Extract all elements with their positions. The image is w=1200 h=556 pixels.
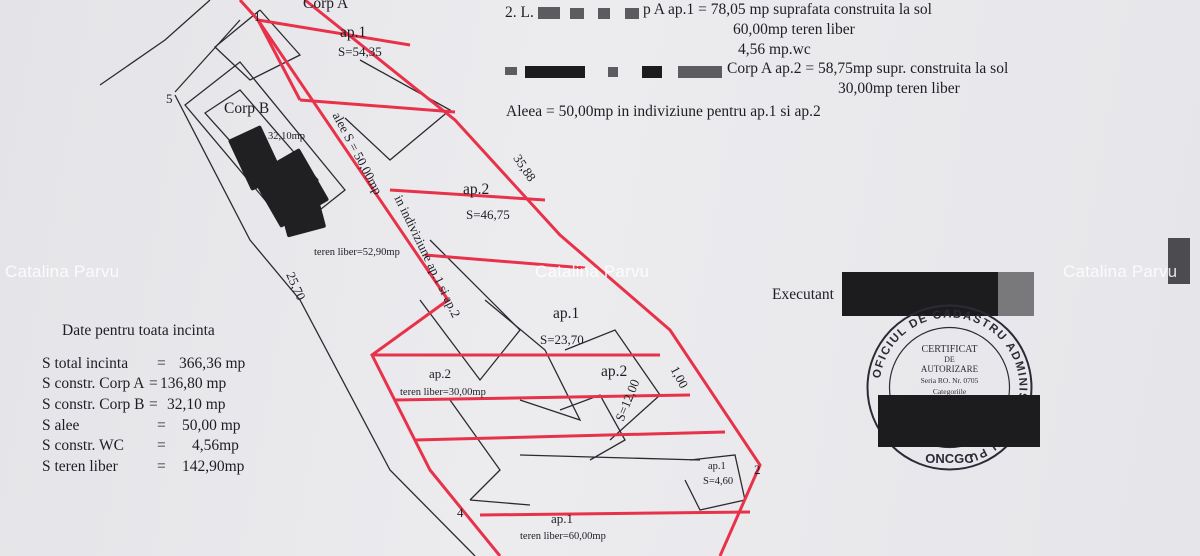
free-land-label: teren liber=60,00mp <box>520 531 606 542</box>
executant-label: Executant <box>772 286 834 303</box>
stamp-line: Seria RO. Nr. 0705 <box>921 376 979 385</box>
area-label: S=23,70 <box>540 332 584 347</box>
stamp-line: DE <box>944 355 955 364</box>
redaction-block <box>598 8 610 19</box>
redaction-block <box>538 7 560 19</box>
redaction-block <box>570 8 584 19</box>
corp-a-label: Corp A <box>303 0 349 12</box>
scan-edge-artifact <box>1168 238 1190 284</box>
note-line-1-text: p A ap.1 = 78,05 mp suprafata construita… <box>643 1 932 18</box>
note-line-3-text: 4,56 mp.wc <box>738 41 811 58</box>
free-land-label: teren liber=52,90mp <box>314 247 400 258</box>
ap2-mid-label: ap.2 <box>463 181 490 198</box>
stamp-bottom-text: ONCGC <box>925 451 974 466</box>
corp-a-outline <box>214 9 302 81</box>
note-line-4-text: Corp A ap.2 = 58,75mp supr. construita l… <box>727 60 1009 77</box>
stamp-line: CERTIFICAT <box>921 344 977 355</box>
redaction-block <box>525 66 585 78</box>
ap1-mid-label: ap.1 <box>553 305 580 322</box>
redacted-signature <box>998 272 1034 316</box>
red-property-outline <box>238 0 762 556</box>
corp-b-outline <box>184 61 346 233</box>
redaction-block <box>625 8 639 19</box>
point-label: 4 <box>457 505 464 520</box>
left-boundary-line <box>174 94 476 556</box>
point-label: 1 <box>254 9 261 24</box>
wc-label: ap.1 <box>708 461 726 472</box>
ap1-bottom-label: ap.1 <box>551 511 574 526</box>
ap2-right-label: ap.2 <box>601 363 628 380</box>
note-line-6-text: Aleea = 50,00mp in indiviziune pentru ap… <box>506 103 821 120</box>
redaction-block <box>642 66 662 78</box>
summary-title: Date pentru toata incinta <box>62 322 215 339</box>
free-land-label: teren liber=30,00mp <box>400 387 486 398</box>
corp-b-label: Corp B <box>224 100 270 117</box>
redaction-block <box>678 66 722 78</box>
note-line-1-prefix: 2. L. <box>505 4 534 21</box>
point-label: 2 <box>754 462 761 477</box>
area-label: S=54,35 <box>338 44 382 59</box>
area-label: S=4,60 <box>703 476 734 487</box>
watermark: Catalina Parvu <box>1063 262 1178 281</box>
ap1-top-label: ap.1 <box>340 24 367 41</box>
point-label: 5 <box>166 91 173 106</box>
redaction-block <box>608 67 618 77</box>
watermark: Catalina Parvu <box>535 262 650 281</box>
redaction-block <box>505 67 517 75</box>
authorization-stamp: OFICIUL DE CADASTRU ADMINISTRATIEI PU CE… <box>866 304 1033 471</box>
redacted-signature <box>878 395 1040 447</box>
area-label: S=46,75 <box>466 207 510 222</box>
ap2-low-label: ap.2 <box>429 366 452 381</box>
note-line-5-text: 30,00mp teren liber <box>838 80 960 97</box>
area-label: 32,10mp <box>268 131 306 142</box>
note-line-2-text: 60,00mp teren liber <box>733 21 855 38</box>
street-boundary-line <box>99 0 211 86</box>
stamp-line: Categoriile <box>933 387 967 396</box>
stamp-line: AUTORIZARE <box>921 364 979 374</box>
watermark: Catalina Parvu <box>5 262 120 281</box>
